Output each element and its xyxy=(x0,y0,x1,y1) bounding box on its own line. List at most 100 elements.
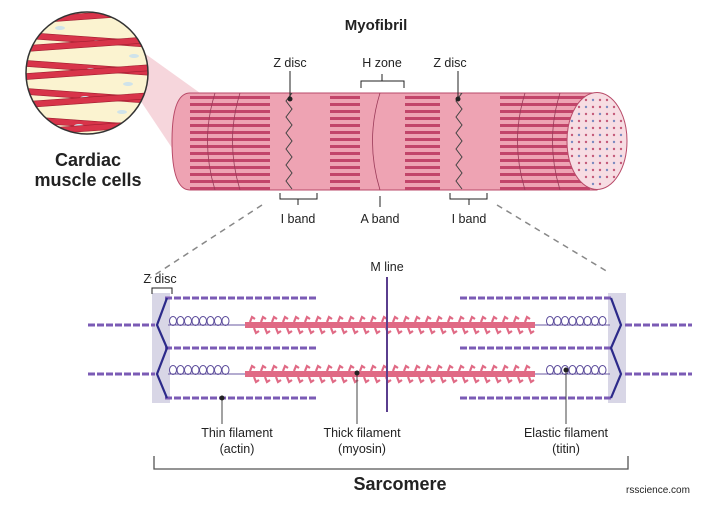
credit: rsscience.com xyxy=(626,485,690,496)
h-zone-label: H zone xyxy=(362,56,402,70)
myofibril-stripe xyxy=(500,173,590,176)
myosin-head xyxy=(446,364,458,384)
titin-coil xyxy=(546,316,554,326)
myosin-head xyxy=(358,315,370,335)
myosin-head xyxy=(369,364,381,384)
myofibril-stripe xyxy=(500,166,590,169)
myosin-head xyxy=(479,364,491,384)
cardiac-cells-inset xyxy=(25,11,149,135)
cardiac-cell xyxy=(26,35,148,53)
z-disc-left-label: Z disc xyxy=(273,56,306,70)
filament-dot xyxy=(570,147,574,151)
filament-dot xyxy=(584,133,588,137)
band-line xyxy=(517,93,526,190)
titin-coil xyxy=(568,316,577,326)
myosin-head xyxy=(248,315,260,335)
pointer-dot xyxy=(219,395,225,401)
myosin-head xyxy=(424,364,436,384)
myosin-head xyxy=(457,364,469,384)
filament-dot xyxy=(612,140,616,144)
titin-coil xyxy=(553,316,562,326)
myofibril-stripe xyxy=(405,166,440,169)
thick-filament xyxy=(245,371,535,377)
filament-dot xyxy=(605,175,609,179)
myosin-head xyxy=(501,315,513,335)
myosin-head xyxy=(391,315,403,335)
titin-coil xyxy=(199,316,207,326)
filament-dot xyxy=(577,147,581,151)
filament-dot xyxy=(612,105,616,109)
titin-coil xyxy=(176,316,185,326)
myosin-head xyxy=(512,315,524,335)
sarcomere-label: Sarcomere xyxy=(353,474,446,494)
titin-coil xyxy=(598,316,607,326)
myofibril-stripe xyxy=(405,173,440,176)
myosin-head xyxy=(281,364,293,384)
i-band-left-label: I band xyxy=(281,212,316,226)
band-line xyxy=(552,93,561,190)
band-line xyxy=(232,93,241,190)
zoom-line-right xyxy=(496,204,609,273)
filament-dot xyxy=(605,119,609,123)
filament-dot xyxy=(598,140,602,144)
filament-dot xyxy=(598,126,602,130)
filament-dot xyxy=(598,161,602,165)
myofibril-stripe xyxy=(330,180,360,183)
filament-dot xyxy=(619,161,623,165)
filament-dot xyxy=(619,147,623,151)
z-disc-right-label: Z disc xyxy=(433,56,466,70)
filament-dot xyxy=(584,147,588,151)
myofibril-stripe xyxy=(405,152,440,155)
myofibril-stripe xyxy=(190,145,270,148)
myosin-head xyxy=(413,315,425,335)
myosin-head xyxy=(303,315,315,335)
filament-dot xyxy=(591,161,595,165)
myosin-head xyxy=(468,315,480,335)
filament-dot xyxy=(598,154,602,158)
myosin-head xyxy=(314,315,326,335)
titin-coil xyxy=(546,365,554,375)
pointer-dot xyxy=(354,370,360,376)
filament-dot xyxy=(612,154,616,158)
titin-coil xyxy=(214,365,222,375)
titin-coil xyxy=(576,365,584,375)
filament-dot xyxy=(591,112,595,116)
myosin-head xyxy=(424,315,436,335)
thin-filament-sublabel: (actin) xyxy=(220,442,255,456)
titin-coil xyxy=(591,365,599,375)
titin-coil xyxy=(206,365,215,375)
myosin-head xyxy=(270,364,282,384)
titin-coil xyxy=(169,316,177,326)
i-band-left-bracket xyxy=(279,193,318,205)
myosin-head xyxy=(292,364,304,384)
filament-dot xyxy=(577,105,581,109)
myosin-head xyxy=(446,315,458,335)
myofibril-stripe xyxy=(330,124,360,127)
thick-filament-label: Thick filament xyxy=(323,426,401,440)
titin-coil xyxy=(191,316,200,326)
elastic-filament-sublabel: (titin) xyxy=(552,442,580,456)
filament-dot xyxy=(584,126,588,130)
myosin-head xyxy=(336,315,348,335)
myofibril-stripe xyxy=(405,96,440,99)
myofibril-cylinder xyxy=(171,92,628,191)
pointer-dot xyxy=(287,96,293,102)
i-band-right-label: I band xyxy=(452,212,487,226)
cell-nucleus xyxy=(129,54,139,58)
titin-coil xyxy=(169,365,177,375)
myosin-head xyxy=(435,315,447,335)
filament-dot xyxy=(612,133,616,137)
myofibril-stripe xyxy=(190,166,270,169)
titin-coil xyxy=(561,316,569,326)
myofibril-stripe xyxy=(500,138,590,141)
myosin-head xyxy=(358,364,370,384)
titin-coil xyxy=(583,365,592,375)
myofibril-stripe xyxy=(405,110,440,113)
filament-dot xyxy=(598,182,602,186)
filament-dot xyxy=(612,161,616,165)
cell-nucleus xyxy=(117,110,127,114)
filament-dot xyxy=(605,98,609,102)
myofibril-stripe xyxy=(190,159,270,162)
myosin-head xyxy=(259,364,271,384)
